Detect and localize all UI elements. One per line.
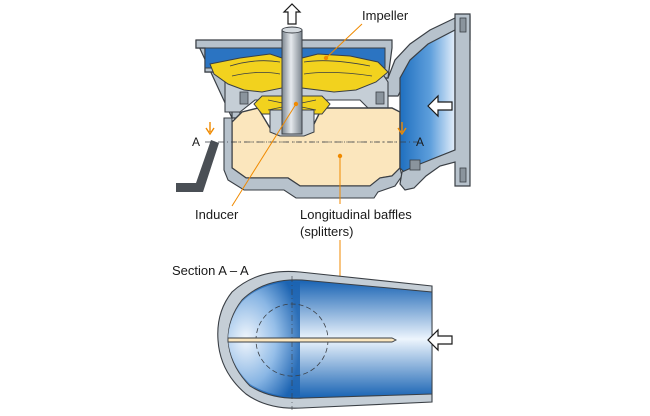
callout-baffles-dot [337, 153, 343, 159]
flange-bolt-bottom [459, 167, 467, 183]
shaft [281, 29, 303, 135]
pump-cross-section [176, 3, 471, 199]
callout-inducer [231, 103, 297, 207]
impeller-hub-left [229, 60, 281, 77]
label-section: Section A – A [172, 263, 249, 278]
mounting-bracket [176, 140, 219, 192]
right-bolt [375, 91, 385, 105]
shaft-top [281, 26, 303, 34]
section-baffle [227, 337, 398, 343]
cut-arrow-right [397, 122, 407, 136]
cut-arrow-left [205, 122, 215, 136]
inflow-arrow-bottom [427, 328, 453, 352]
callout-inducer-dot [293, 101, 299, 107]
lower-bolt [409, 159, 421, 171]
label-baffles-line1: Longitudinal baffles [300, 207, 412, 222]
callout-impeller-dot [323, 55, 329, 61]
impeller-hub-right [303, 60, 373, 77]
label-impeller: Impeller [362, 8, 409, 23]
lower-casing [223, 117, 403, 199]
impeller-vane-left [209, 53, 283, 93]
left-bolt [239, 91, 249, 105]
section-a-a [217, 270, 453, 410]
label-cut-a-right: A [416, 135, 424, 149]
flange-bolt-top [459, 17, 467, 33]
label-cut-a-left: A [192, 135, 200, 149]
inflow-arrow-top [427, 94, 453, 118]
outflow-arrow [282, 3, 302, 25]
callout-impeller [325, 23, 363, 59]
suction-chamber [231, 107, 401, 187]
label-baffles-line2: (splitters) [300, 224, 353, 239]
label-inducer: Inducer [195, 207, 239, 222]
